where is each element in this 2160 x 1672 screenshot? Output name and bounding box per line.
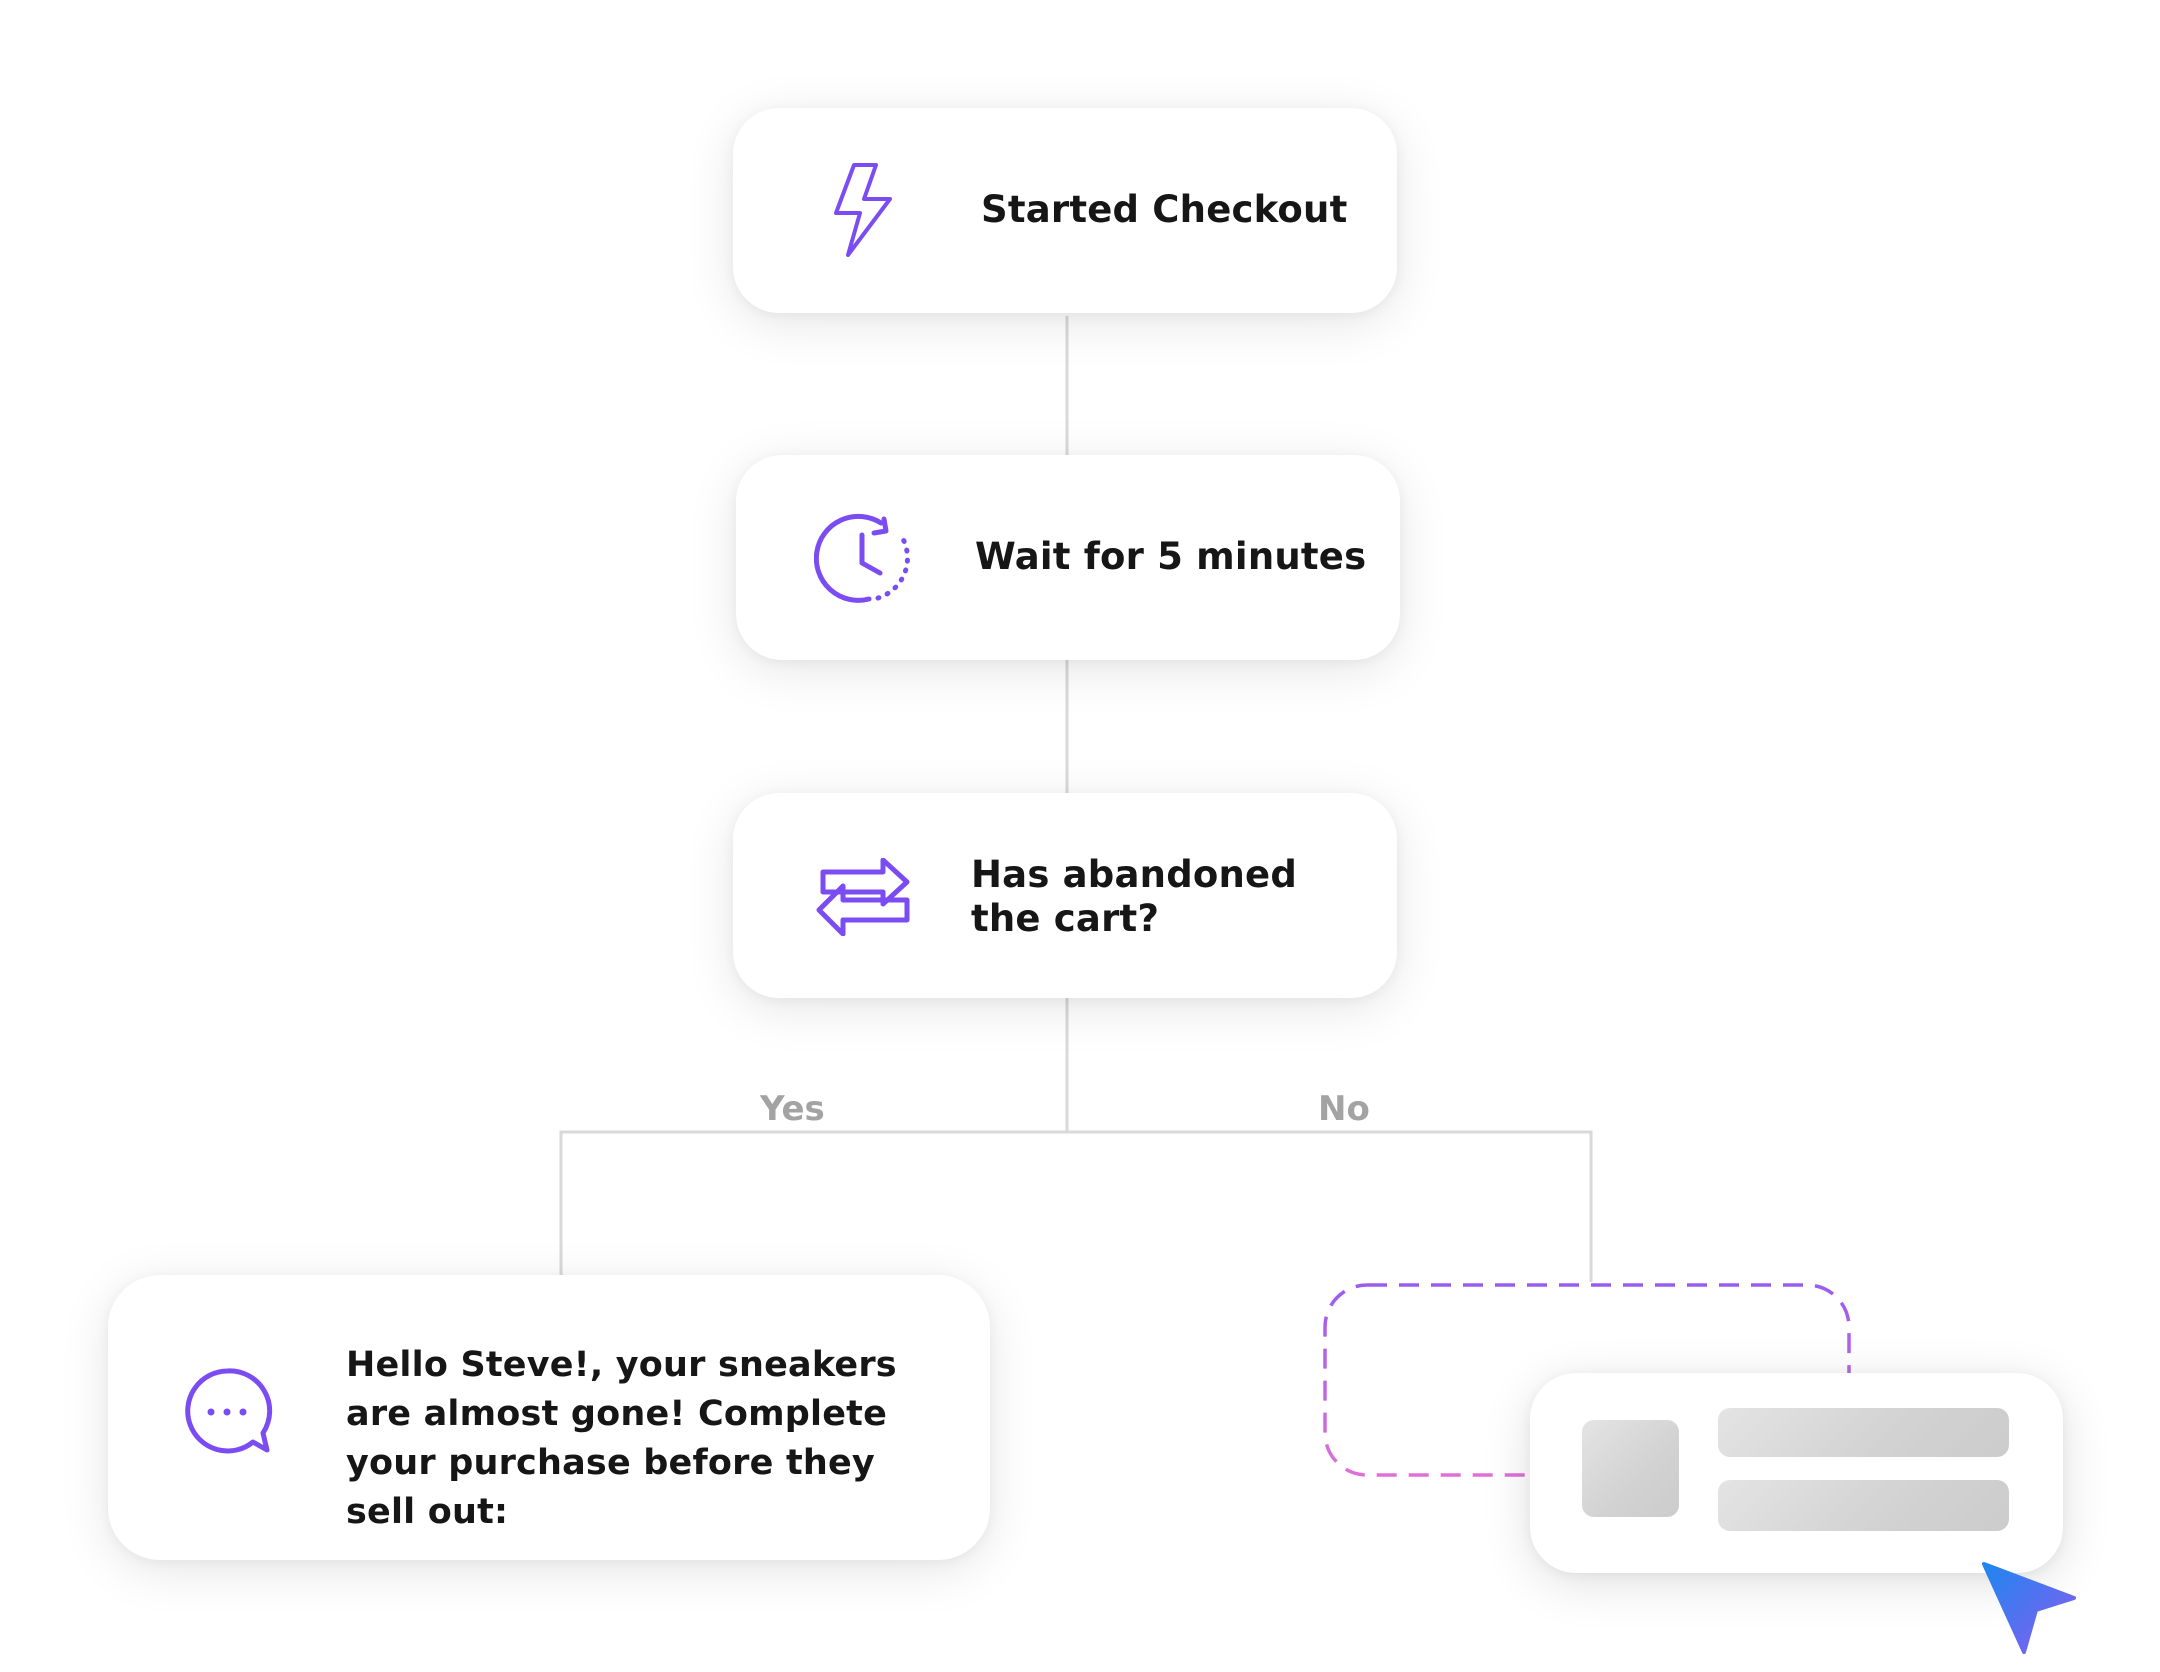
no-branch-label: No (1318, 1089, 1370, 1129)
clock-timer-icon (814, 513, 910, 603)
connector-yes-branch (559, 1130, 1067, 1275)
message-node[interactable]: Hello Steve!, your sneakers are almost g… (108, 1275, 990, 1560)
message-preview-card[interactable] (1530, 1373, 2063, 1573)
condition-node[interactable]: Has abandoned the cart? (733, 793, 1397, 998)
yes-branch-label: Yes (760, 1089, 825, 1129)
wait-label: Wait for 5 minutes (975, 535, 1367, 578)
trigger-label: Started Checkout (981, 188, 1348, 231)
message-label: Hello Steve!, your sneakers are almost g… (346, 1345, 897, 1532)
trigger-node[interactable]: Started Checkout (733, 108, 1397, 313)
pointer-cursor-icon (1982, 1562, 2076, 1654)
chat-bubble-icon (185, 1368, 273, 1454)
preview-image-placeholder (1582, 1420, 1679, 1517)
preview-text-line (1718, 1408, 2009, 1457)
condition-label: Has abandoned the cart? (971, 853, 1298, 940)
connector-no-branch (1067, 1130, 1593, 1282)
swap-arrows-icon (816, 858, 910, 936)
preview-text-line (1718, 1480, 2009, 1531)
wait-node[interactable]: Wait for 5 minutes (736, 455, 1400, 660)
lightning-bolt-icon (834, 163, 892, 257)
